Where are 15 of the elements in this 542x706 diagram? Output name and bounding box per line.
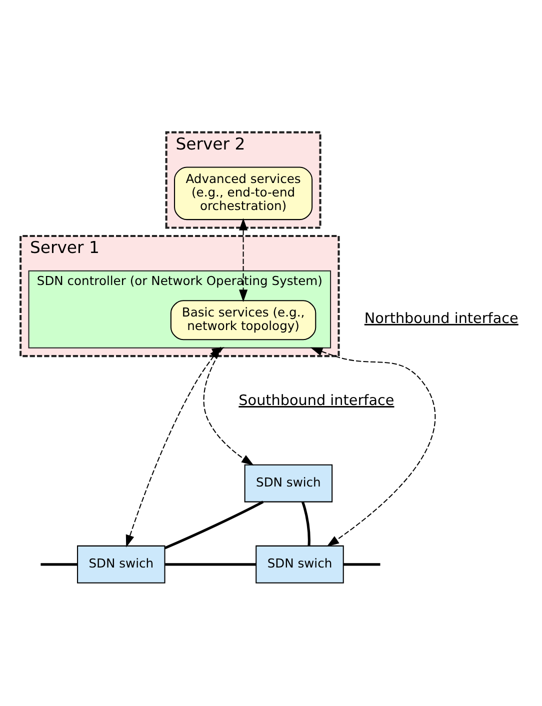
arrow — [126, 346, 222, 547]
node-box: SDN swich — [77, 544, 166, 583]
node-box: Basic services (e.g., network topology) — [170, 300, 316, 340]
label: Northbound interface — [364, 310, 518, 326]
node-box: SDN swich — [256, 544, 344, 583]
connector — [165, 562, 256, 566]
connector — [343, 562, 380, 566]
arrow — [238, 218, 248, 302]
connector — [164, 500, 264, 549]
arrow — [310, 346, 436, 546]
connector — [301, 501, 310, 546]
label: Southbound interface — [238, 392, 394, 409]
connector — [40, 562, 78, 566]
node-box: Advanced services (e.g., end-to-end orchestration) — [174, 166, 313, 220]
node-box: SDN swich — [244, 464, 333, 502]
